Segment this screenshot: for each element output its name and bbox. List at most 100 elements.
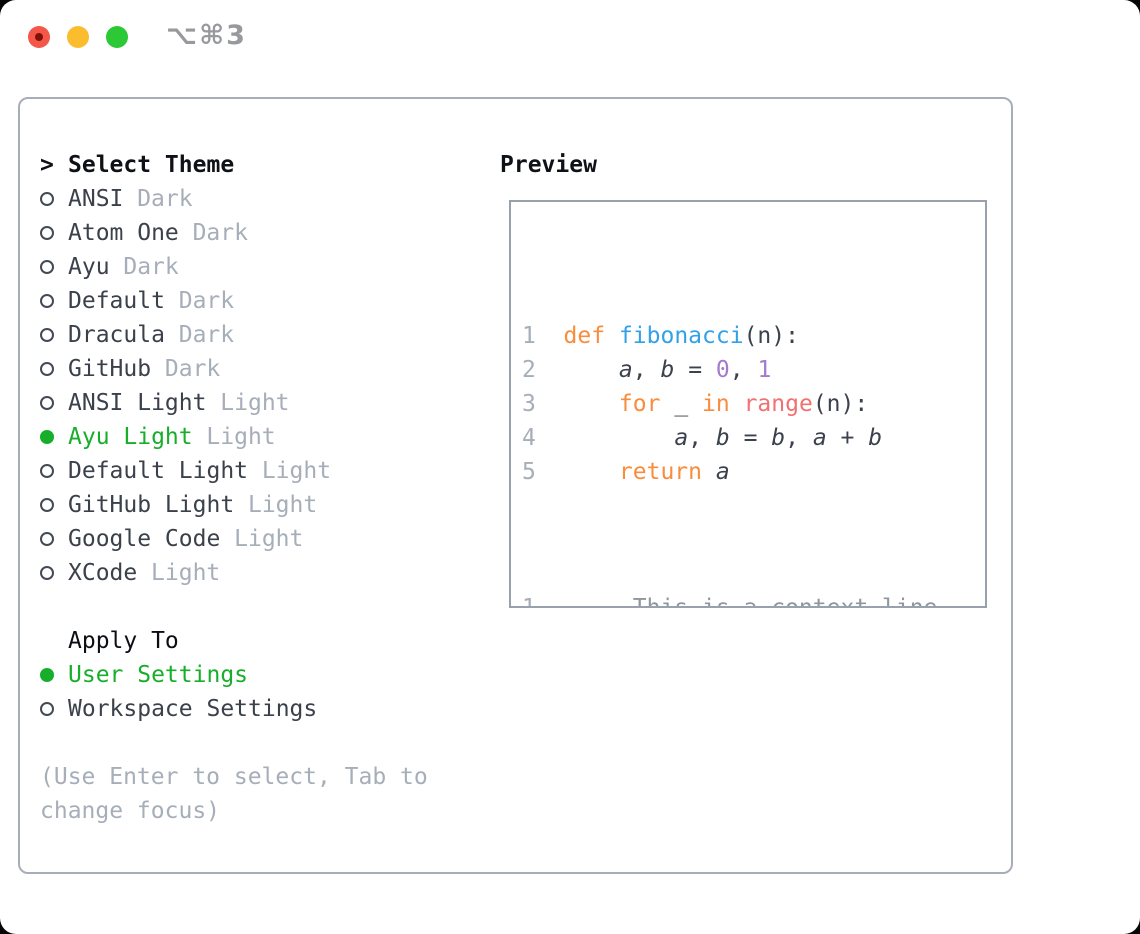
spacer xyxy=(40,590,500,624)
radio-marker xyxy=(40,362,68,376)
theme-name: Default xyxy=(68,288,165,314)
focus-caret-icon: > xyxy=(40,152,54,178)
radio-marker xyxy=(40,192,68,206)
theme-name: GitHub Light xyxy=(68,492,235,518)
code-line: 3 for _ in range(n): xyxy=(522,387,985,421)
theme-option[interactable]: Default Light Light xyxy=(40,454,500,488)
apply-to-option[interactable]: Workspace Settings xyxy=(40,692,500,726)
theme-variant-tag: Dark xyxy=(123,254,179,280)
apply-to-header: Apply To xyxy=(40,624,500,658)
radio-marker xyxy=(40,668,68,682)
radio-marker xyxy=(40,702,68,716)
theme-option[interactable]: GitHub Light Light xyxy=(40,488,500,522)
theme-variant-tag: Dark xyxy=(137,186,193,212)
theme-variant-tag: Dark xyxy=(178,322,235,348)
radio-marker xyxy=(40,294,68,308)
apply-to-title: Apply To xyxy=(68,628,179,654)
minimize-button[interactable] xyxy=(67,26,89,48)
theme-variant-tag: Dark xyxy=(164,356,221,382)
theme-option[interactable]: ANSI Dark xyxy=(40,182,500,216)
line-number: 2 xyxy=(522,357,536,383)
code-line: 5 return a xyxy=(522,455,985,489)
theme-variant-tag: Light xyxy=(247,492,318,518)
theme-name: ANSI xyxy=(68,186,124,212)
code-line: 4 a, b = b, a + b xyxy=(522,421,985,455)
radio-marker xyxy=(40,260,68,274)
radio-marker xyxy=(40,532,68,546)
theme-variant-tag: Light xyxy=(206,424,276,450)
diff-sample: 1 This is a context line.2 - This line w… xyxy=(522,591,985,608)
theme-variant-tag: Dark xyxy=(192,220,248,246)
line-number: 3 xyxy=(522,391,536,417)
theme-name: Ayu xyxy=(68,254,110,280)
theme-option[interactable]: Dracula Dark xyxy=(40,318,500,352)
preview-header: Preview xyxy=(500,148,991,182)
theme-picker-title: Select Theme xyxy=(68,152,235,178)
radio-unselected-icon xyxy=(40,226,54,240)
theme-name: GitHub xyxy=(68,356,152,382)
zoom-button[interactable] xyxy=(106,26,128,48)
apply-to-option[interactable]: User Settings xyxy=(40,658,500,692)
theme-option[interactable]: Default Dark xyxy=(40,284,500,318)
radio-marker xyxy=(40,566,68,580)
radio-unselected-icon xyxy=(40,702,54,716)
theme-name: Default Light xyxy=(68,458,249,484)
radio-marker xyxy=(40,498,68,512)
apply-to-label: Workspace Settings xyxy=(68,696,318,722)
diff-line: 1 This is a context line. xyxy=(522,591,985,608)
radio-marker xyxy=(40,328,68,342)
radio-unselected-icon xyxy=(40,328,54,342)
theme-name: Ayu Light xyxy=(68,424,193,450)
radio-unselected-icon xyxy=(40,362,54,376)
keyboard-hint: (Use Enter to select, Tab to change focu… xyxy=(40,764,428,824)
theme-option[interactable]: Ayu Dark xyxy=(40,250,500,284)
theme-option[interactable]: Ayu Light Light xyxy=(40,420,500,454)
theme-picker-header: > Select Theme xyxy=(40,148,500,182)
radio-marker xyxy=(40,464,68,478)
radio-unselected-icon xyxy=(40,464,54,478)
theme-name: Atom One xyxy=(68,220,179,246)
radio-marker xyxy=(40,226,68,240)
radio-unselected-icon xyxy=(40,260,54,274)
theme-name: XCode xyxy=(68,560,138,586)
radio-unselected-icon xyxy=(40,566,54,580)
theme-name: Dracula xyxy=(68,322,165,348)
radio-unselected-icon xyxy=(40,294,54,308)
theme-variant-tag: Light xyxy=(261,458,332,484)
theme-option[interactable]: XCode Light xyxy=(40,556,500,590)
preview-title: Preview xyxy=(500,152,597,178)
radio-unselected-icon xyxy=(40,498,54,512)
radio-marker xyxy=(40,396,68,410)
window-shortcut-label: ⌥⌘3 xyxy=(166,20,247,51)
close-button[interactable] xyxy=(28,26,50,48)
line-number: 4 xyxy=(522,425,536,451)
apply-to-label: User Settings xyxy=(68,662,249,688)
radio-unselected-icon xyxy=(40,192,54,206)
theme-option[interactable]: Atom One Dark xyxy=(40,216,500,250)
theme-variant-tag: Light xyxy=(234,526,304,552)
theme-variant-tag: Light xyxy=(151,560,221,586)
line-number: 1 xyxy=(522,323,536,349)
theme-option[interactable]: Google Code Light xyxy=(40,522,500,556)
radio-marker xyxy=(40,430,68,444)
line-number: 5 xyxy=(522,459,536,485)
line-number: 1 xyxy=(522,595,536,608)
theme-variant-tag: Dark xyxy=(178,288,235,314)
window-controls xyxy=(28,26,128,48)
radio-selected-icon xyxy=(40,668,54,682)
theme-name: Google Code xyxy=(68,526,221,552)
radio-unselected-icon xyxy=(40,396,54,410)
theme-name: ANSI Light xyxy=(68,390,207,416)
radio-selected-icon xyxy=(40,430,54,444)
theme-option[interactable]: GitHub Dark xyxy=(40,352,500,386)
